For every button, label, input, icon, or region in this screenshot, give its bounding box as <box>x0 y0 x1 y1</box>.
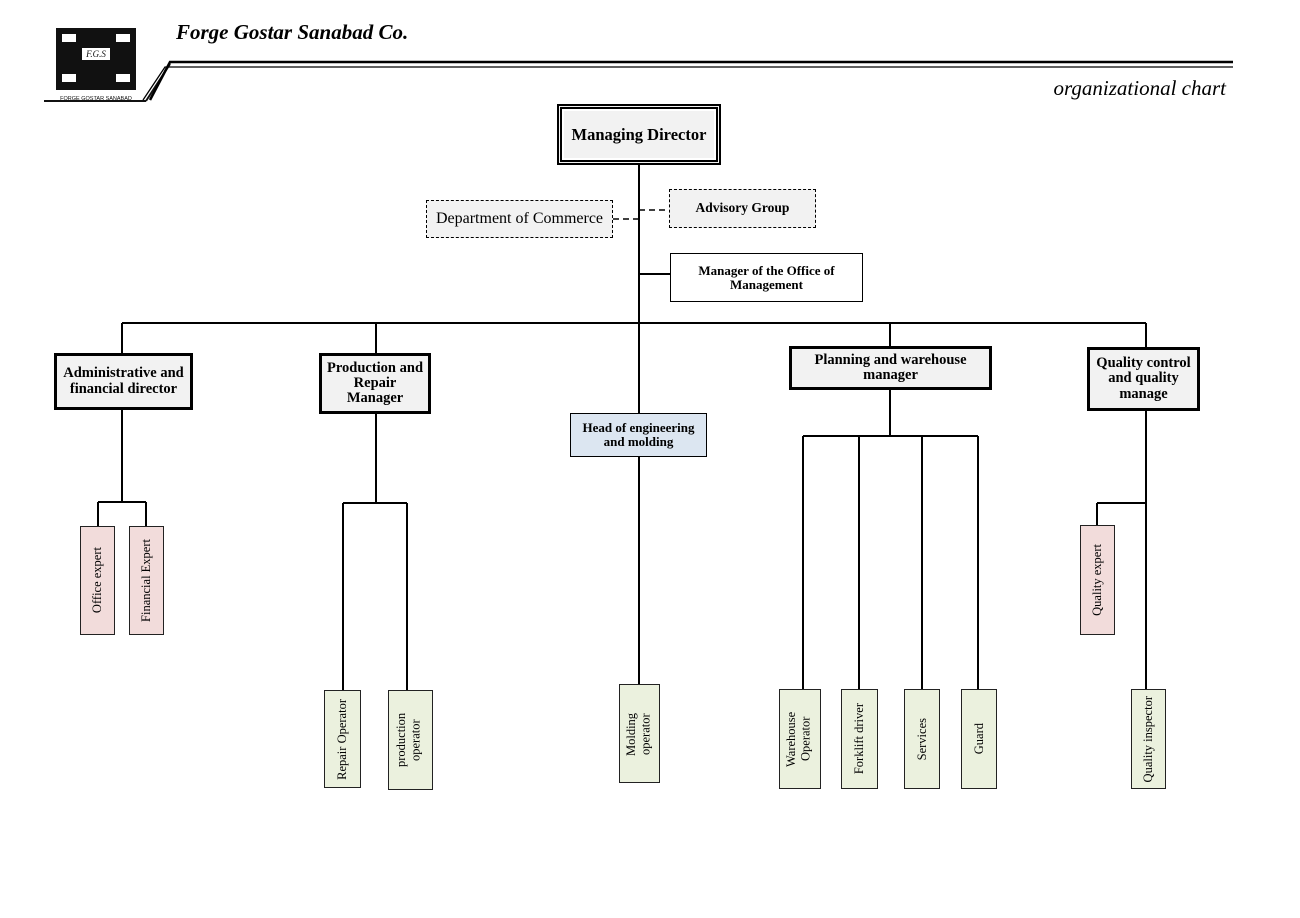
company-name: Forge Gostar Sanabad Co. <box>176 20 409 44</box>
quality-expert-label: Quality expert <box>1090 544 1105 616</box>
logo-ring-text: FORGE GOSTAR SANABAD <box>60 96 132 102</box>
logo-initials: F.G.S <box>85 49 106 59</box>
office-manager-label: Manager of the Office of Management <box>698 262 835 292</box>
planning-warehouse-manager-label: Planning and warehouse manager <box>814 351 967 383</box>
financial-expert-label: Financial Expert <box>139 539 154 622</box>
managing-director-label: Managing Director <box>571 124 707 144</box>
planning-warehouse-manager-box: Planning and warehouse manager <box>789 346 992 390</box>
dashed-connectors <box>613 209 669 220</box>
forklift-driver-box: Forklift driver <box>841 689 878 789</box>
advisory-group-label: Advisory Group <box>695 200 790 216</box>
forklift-driver-label: Forklift driver <box>852 703 867 775</box>
guard-box: Guard <box>961 689 997 789</box>
quality-inspector-box: Quality inspector <box>1131 689 1166 789</box>
warehouse-operator-box: Warehouse Operator <box>779 689 821 789</box>
financial-expert-box: Financial Expert <box>129 526 164 635</box>
company-logo: F.G.S FORGE GOSTAR SANABAD <box>44 22 174 104</box>
services-label: Services <box>914 717 929 761</box>
repair-operator-label: Repair Operator <box>335 698 350 780</box>
production-repair-manager-label: Production and Repair Manager <box>326 359 424 407</box>
office-manager-box: Manager of the Office of Management <box>670 253 863 302</box>
molding-operator-label: Molding operator <box>623 711 652 756</box>
engineering-molding-head-label: Head of engineering and molding <box>582 420 695 449</box>
header-rule <box>142 60 1233 101</box>
managing-director-box: Managing Director <box>557 104 721 165</box>
production-operator-label: production operator <box>393 712 422 768</box>
office-expert-label: Office expert <box>90 547 105 614</box>
production-operator-box: production operator <box>388 690 433 790</box>
warehouse-operator-label: Warehouse Operator <box>784 711 813 767</box>
guard-label: Guard <box>971 723 986 755</box>
office-expert-box: Office expert <box>80 526 115 635</box>
quality-control-manager-box: Quality control and quality manage <box>1087 347 1200 411</box>
engineering-molding-head-box: Head of engineering and molding <box>570 413 707 457</box>
production-repair-manager-box: Production and Repair Manager <box>319 353 431 414</box>
molding-operator-box: Molding operator <box>619 684 660 783</box>
department-of-commerce-box: Department of Commerce <box>426 200 613 238</box>
quality-inspector-label: Quality inspector <box>1141 695 1156 783</box>
chart-subtitle: organizational chart <box>1053 76 1226 100</box>
advisory-group-box: Advisory Group <box>669 189 816 228</box>
admin-financial-director-box: Administrative and financial director <box>54 353 193 410</box>
services-box: Services <box>904 689 940 789</box>
quality-expert-box: Quality expert <box>1080 525 1115 635</box>
department-of-commerce-label: Department of Commerce <box>435 209 604 227</box>
admin-financial-director-label: Administrative and financial director <box>63 365 184 397</box>
quality-control-manager-label: Quality control and quality manage <box>1096 355 1191 402</box>
repair-operator-box: Repair Operator <box>324 690 361 788</box>
